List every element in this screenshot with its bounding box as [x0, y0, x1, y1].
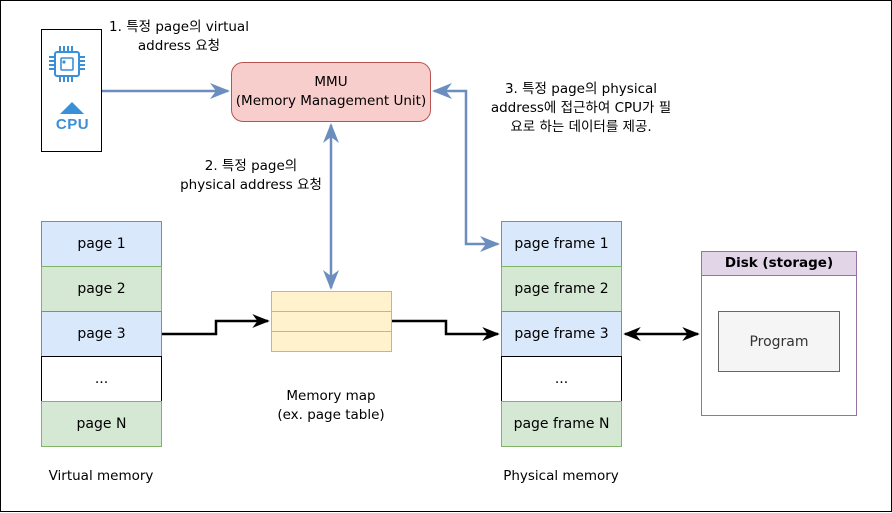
virtual-page: ... — [41, 356, 162, 402]
page-table-row — [271, 291, 392, 312]
disk-header: Disk (storage) — [702, 252, 856, 276]
page-table-row — [271, 331, 392, 352]
physical-memory-label: Physical memory — [503, 468, 619, 484]
step3-line1: 3. 특정 page의 physical — [504, 81, 658, 97]
page-frame: page frame 1 — [501, 221, 622, 267]
step1-label: 1. 특정 page의 virtual address 요청 — [93, 18, 265, 56]
table-to-frame3-arrow — [392, 319, 500, 341]
step3-label: 3. 특정 page의 physical address에 접근하여 CPU가 … — [471, 80, 691, 137]
step3-line2: address에 접근하여 CPU가 필 — [490, 100, 672, 116]
page-frame: page frame 2 — [501, 266, 622, 312]
mmu-title: MMU — [314, 74, 348, 90]
page-frame: ... — [501, 356, 622, 402]
step1-line1: 1. 특정 page의 virtual — [109, 19, 249, 35]
step1-line2: address 요청 — [137, 38, 221, 54]
memory-map-label: Memory map (ex. page table) — [251, 387, 411, 425]
virtual-page: page 2 — [41, 266, 162, 312]
step2-line1: 2. 특정 page의 — [204, 158, 298, 174]
cpu-box: CPU — [41, 29, 102, 152]
page3-to-table-arrow — [162, 314, 270, 336]
memory-map-line1: Memory map — [286, 388, 376, 404]
memory-map-line2: (ex. page table) — [277, 407, 385, 423]
step2-line2: physical address 요청 — [180, 177, 322, 193]
virtual-page: page 1 — [41, 221, 162, 267]
page-table-row — [271, 311, 392, 332]
virtual-memory-label: Virtual memory — [48, 468, 154, 484]
cpu-chip-icon — [49, 46, 85, 114]
step2-label: 2. 특정 page의 physical address 요청 — [161, 157, 341, 195]
page-frame: page frame 3 — [501, 311, 622, 357]
mmu-box: MMU (Memory Management Unit) — [231, 62, 431, 122]
page-frame: page frame N — [501, 401, 622, 447]
virtual-page: page N — [41, 401, 162, 447]
virtual-page: page 3 — [41, 311, 162, 357]
step3-line3: 요로 하는 데이터를 제공. — [510, 119, 652, 135]
mmu-subtitle: (Memory Management Unit) — [235, 93, 427, 109]
cpu-label: CPU — [55, 116, 90, 133]
program-box: Program — [718, 311, 840, 372]
